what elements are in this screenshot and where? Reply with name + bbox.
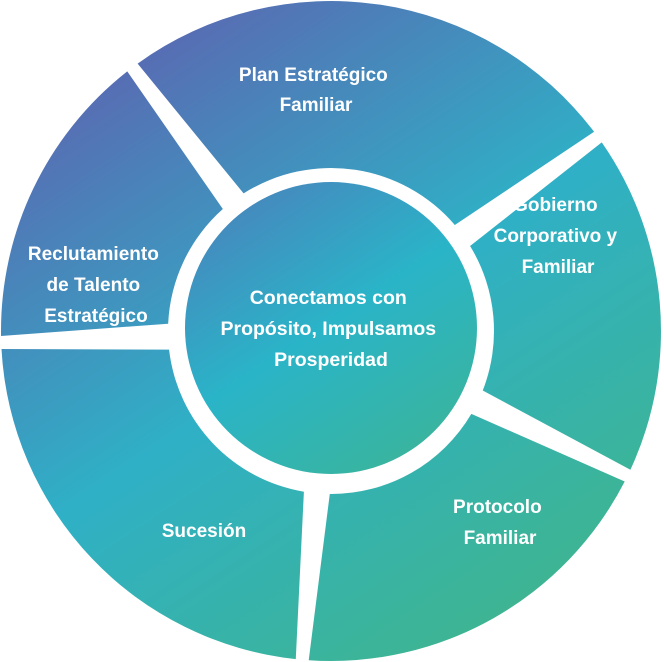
segment-label-sucesion: Sucesión xyxy=(162,521,246,542)
segment-label-reclutamiento: Reclutamiento de Talento Estratégico xyxy=(28,244,164,327)
segment-label-protocolo: Protocolo Familiar xyxy=(453,497,547,549)
center-label: Conectamos con Propósito, Impulsamos Pro… xyxy=(220,287,441,371)
segment-gobierno xyxy=(470,142,661,470)
segment-plan xyxy=(137,1,595,225)
segment-reclutamiento xyxy=(1,71,223,337)
segment-protocolo xyxy=(308,413,625,662)
segment-sucesion xyxy=(1,349,304,660)
center-circle xyxy=(185,182,477,474)
segment-label-plan: Plan Estratégico Familiar xyxy=(239,65,393,116)
segment-label-gobierno: Gobierno Corporativo y Familiar xyxy=(494,195,623,278)
